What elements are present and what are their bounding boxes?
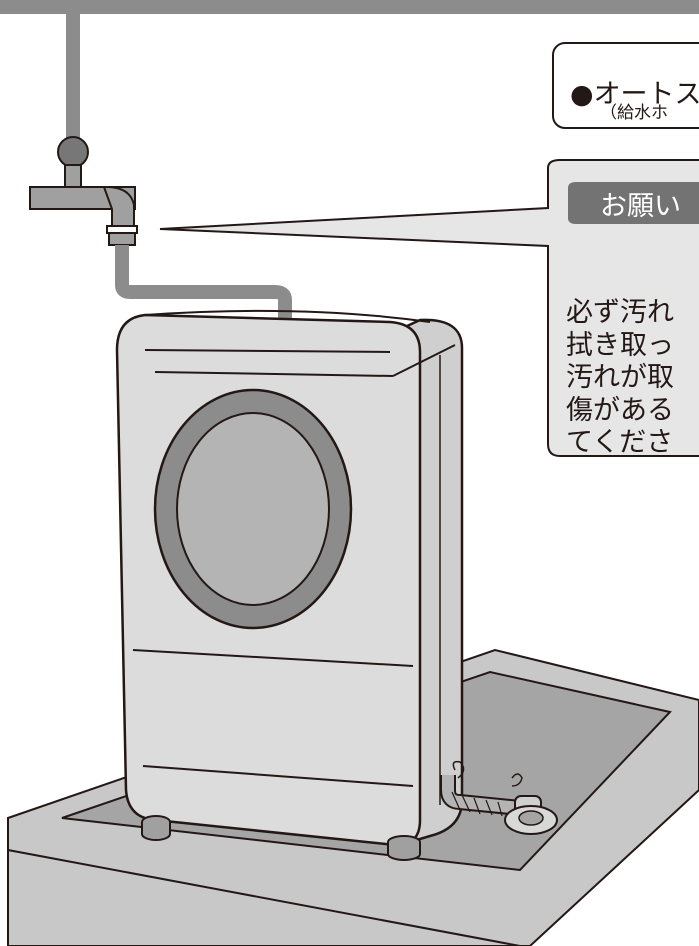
auto-stop-heading: ●オートス xyxy=(570,80,699,110)
instruction-line: てくださ xyxy=(566,427,674,458)
instruction-line: 必ず汚れ xyxy=(566,297,674,328)
washer-feet xyxy=(141,815,421,861)
bullet-dot-icon: ● xyxy=(570,79,594,110)
auto-stop-subtext: （給水ホ xyxy=(600,103,668,123)
request-label: お願い xyxy=(600,191,681,222)
top-frame-bar xyxy=(0,0,699,14)
instruction-line: 拭き取っ xyxy=(566,329,674,361)
water-faucet xyxy=(29,136,138,246)
auto-stop-heading-text: オートス xyxy=(593,79,699,110)
instruction-text: 必ず汚れ 拭き取っ 汚れが取 傷がある てくださ xyxy=(566,297,674,460)
instruction-line: 傷がある xyxy=(566,394,674,426)
callout-auto-box xyxy=(552,42,699,129)
supply-pipe xyxy=(66,14,80,144)
feed-hose xyxy=(115,245,292,330)
instruction-line: 汚れが取 xyxy=(566,362,674,393)
callout-note-box xyxy=(159,159,699,457)
drain-hose xyxy=(440,760,558,835)
drum-washer xyxy=(115,309,464,861)
door-glass xyxy=(176,412,330,606)
